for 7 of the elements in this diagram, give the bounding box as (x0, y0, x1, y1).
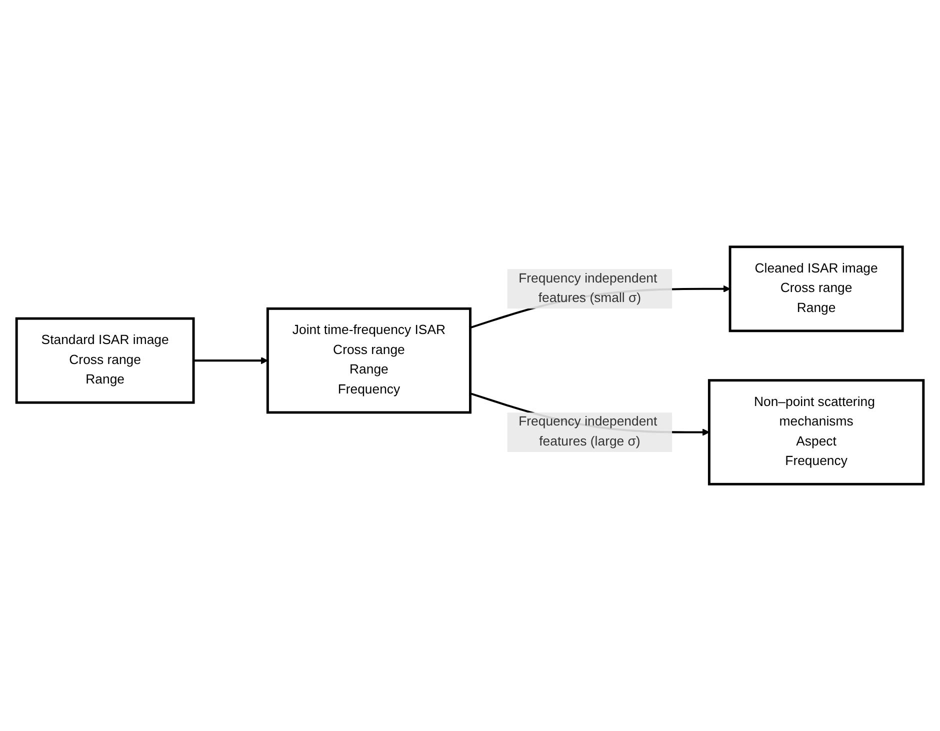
node-box: Cleaned ISAR image Cross range Range (728, 246, 904, 332)
node-box: Joint time-frequency ISAR Cross range Range Frequency (266, 307, 472, 414)
edge-label: Frequency independent features (small σ) (518, 272, 658, 306)
node-box: Non–point scattering mechanisms Aspect Frequency (708, 379, 925, 486)
edge-label: Frequency independent features (large σ) (518, 414, 658, 449)
arrow (194, 356, 268, 364)
node-box: Standard ISAR image Cross range Range (15, 317, 195, 404)
